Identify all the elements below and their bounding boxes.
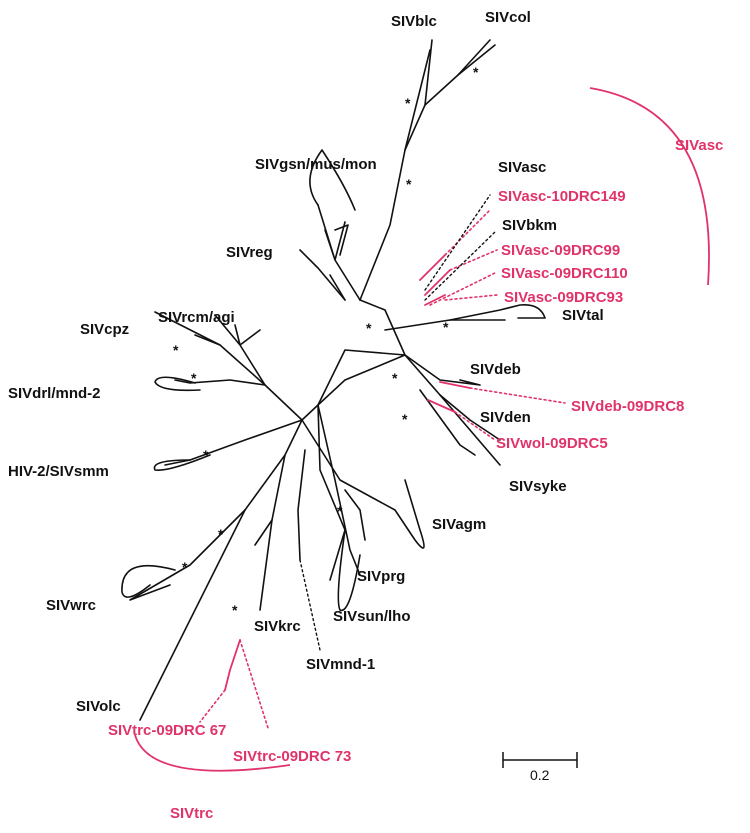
label-sivasc-09drc99: SIVasc-09DRC99: [501, 242, 621, 259]
bootstrap-star: *: [366, 320, 372, 336]
sivbkm-ref-dotted: [424, 231, 496, 301]
drl-clade: [154, 376, 201, 392]
reg-clade: [329, 274, 346, 301]
label-sivasc-09drc93: SIVasc-09DRC93: [504, 289, 624, 306]
asc-09drc110-dotted: [429, 271, 498, 306]
bootstrap-star: *: [182, 559, 188, 575]
bootstrap-star: *: [392, 370, 398, 386]
bootstrap-star: *: [473, 64, 479, 80]
backbone-branch: [317, 354, 406, 406]
agm-clade: [337, 529, 361, 612]
label-hiv2: HIV-2/SIVsmm: [8, 463, 109, 480]
trc-67-dotted: [199, 689, 226, 723]
bootstrap-star: *: [191, 370, 197, 386]
deb-den-branch: [439, 394, 501, 441]
bootstrap-star: *: [232, 602, 238, 618]
label-sivcol: SIVcol: [485, 9, 531, 26]
asc-10drc149-dotted: [444, 209, 491, 256]
label-sivprg: SIVprg: [357, 568, 406, 585]
label-sivdeb-09drc8: SIVdeb-09DRC8: [571, 398, 685, 415]
label-sivdeb: SIVdeb: [470, 361, 521, 378]
label-sivmnd1: SIVmnd-1: [306, 656, 376, 673]
asc-09drc99-dotted: [449, 249, 498, 271]
sivasc-ref-dotted: [424, 194, 491, 291]
group-label-sivasc: SIVasc: [675, 137, 724, 154]
label-sivrcm: SIVrcm/agi: [158, 309, 235, 326]
label-sivcpz: SIVcpz: [80, 321, 130, 338]
blc-col-branch: [457, 44, 496, 76]
label-sivdrl: SIVdrl/mnd-2: [8, 385, 101, 402]
wrc-clade: [129, 509, 246, 601]
label-sivasc: SIVasc: [498, 159, 547, 176]
label-sivagm: SIVagm: [432, 516, 487, 533]
label-sivolc: SIVolc: [76, 698, 121, 715]
bootstrap-star: *: [203, 447, 209, 463]
label-sivtrc-09drc73: SIVtrc-09DRC 73: [233, 748, 352, 765]
label-sivtrc-09drc67: SIVtrc-09DRC 67: [108, 722, 227, 739]
bootstrap-star: *: [406, 176, 412, 192]
agm-clade: [297, 449, 306, 561]
trc-branch: [224, 639, 241, 691]
deb-09drc8-dotted: [469, 387, 566, 404]
label-sivbkm: SIVbkm: [502, 217, 558, 234]
trc-73-dotted: [239, 639, 269, 729]
label-sivgsn: SIVgsn/mus/mon: [255, 156, 377, 173]
reg-clade: [299, 249, 346, 301]
label-sivden: SIVden: [480, 409, 531, 426]
krc-branch: [254, 519, 273, 546]
mnd1-ref-dotted: [299, 559, 321, 651]
label-sivsyke: SIVsyke: [509, 478, 567, 495]
group-label-sivtrc: SIVtrc: [170, 805, 214, 822]
agm-clade: [317, 404, 361, 576]
agm-clade: [344, 489, 366, 541]
bootstrap-star: *: [402, 411, 408, 427]
hiv2-clade: [164, 419, 303, 466]
deb-den-branch: [404, 354, 481, 386]
drl-clade: [174, 379, 266, 386]
bootstrap-star: *: [218, 526, 224, 542]
cpz-branch: [194, 334, 221, 346]
label-sivkrc: SIVkrc: [254, 618, 301, 635]
blc-col-branch: [404, 49, 431, 151]
label-sivasc-09drc110: SIVasc-09DRC110: [501, 265, 628, 282]
asc-09drc99-branch: [424, 269, 451, 296]
backbone-branch: [317, 299, 406, 406]
gsn-clade: [317, 204, 361, 301]
backbone-branch: [264, 384, 319, 421]
sivtrc-bracket: [134, 734, 291, 772]
label-sivtal: SIVtal: [562, 307, 604, 324]
sivasc-bracket: [589, 87, 710, 286]
bootstrap-star: *: [405, 95, 411, 111]
rcm-clade: [214, 314, 266, 386]
deb-09drc8-branch: [439, 381, 471, 389]
hiv2-clade: [153, 454, 211, 472]
label-sivreg: SIVreg: [226, 244, 273, 261]
bootstrap-star: *: [443, 319, 449, 335]
label-sivwol-09drc5: SIVwol-09DRC5: [496, 435, 608, 452]
label-sivasc-10drc149: SIVasc-10DRC149: [498, 188, 626, 205]
asc-10drc149-branch: [419, 254, 446, 281]
scale-bar-label: 0.2: [530, 767, 550, 783]
tal-branch: [384, 303, 546, 331]
agm-clade: [317, 404, 346, 581]
deb-den-branch: [419, 389, 476, 456]
bootstrap-star: *: [337, 503, 343, 519]
label-sivsun: SIVsun/lho: [333, 608, 411, 625]
label-sivwrc: SIVwrc: [46, 597, 97, 614]
asc-09drc93-dotted: [444, 294, 498, 301]
olc-branch: [139, 509, 246, 721]
gsn-clade: [309, 149, 356, 211]
bootstrap-star: *: [173, 342, 179, 358]
blc-col-branch: [424, 39, 491, 106]
agm-clade: [301, 419, 425, 549]
gsn-clade: [334, 224, 349, 256]
wrc-clade: [121, 564, 176, 598]
backbone-branch: [244, 419, 303, 511]
wol-09drc5-dotted: [454, 411, 496, 441]
wol-09drc5-branch: [427, 399, 456, 413]
asc-09drc93-branch: [424, 294, 446, 306]
label-sivblc: SIVblc: [391, 13, 437, 30]
